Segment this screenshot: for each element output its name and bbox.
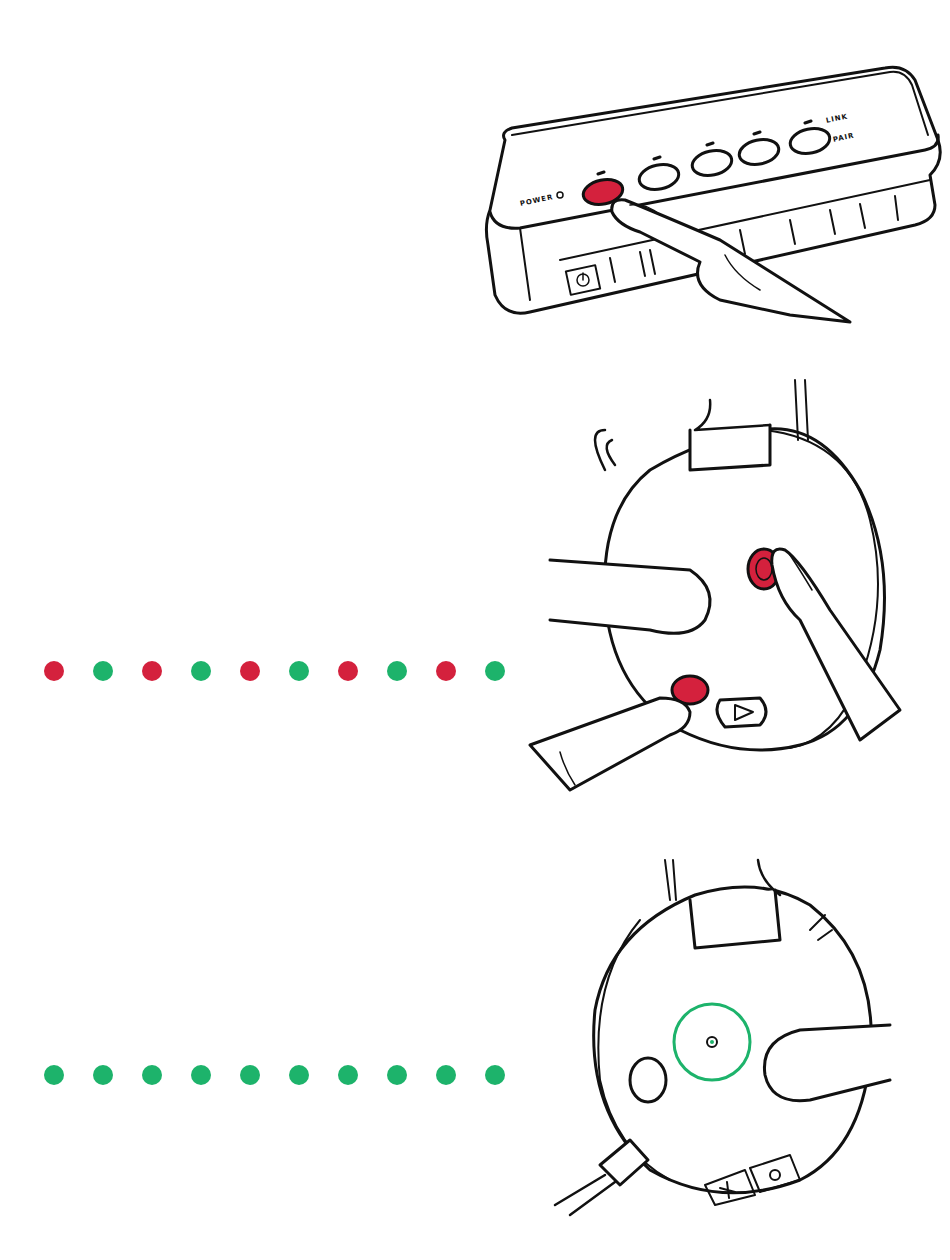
led-sequence xyxy=(44,661,505,681)
base-station xyxy=(486,67,940,322)
headset-paired xyxy=(555,860,890,1215)
headset-pairing xyxy=(530,380,900,790)
led-sequence xyxy=(44,1065,505,1085)
